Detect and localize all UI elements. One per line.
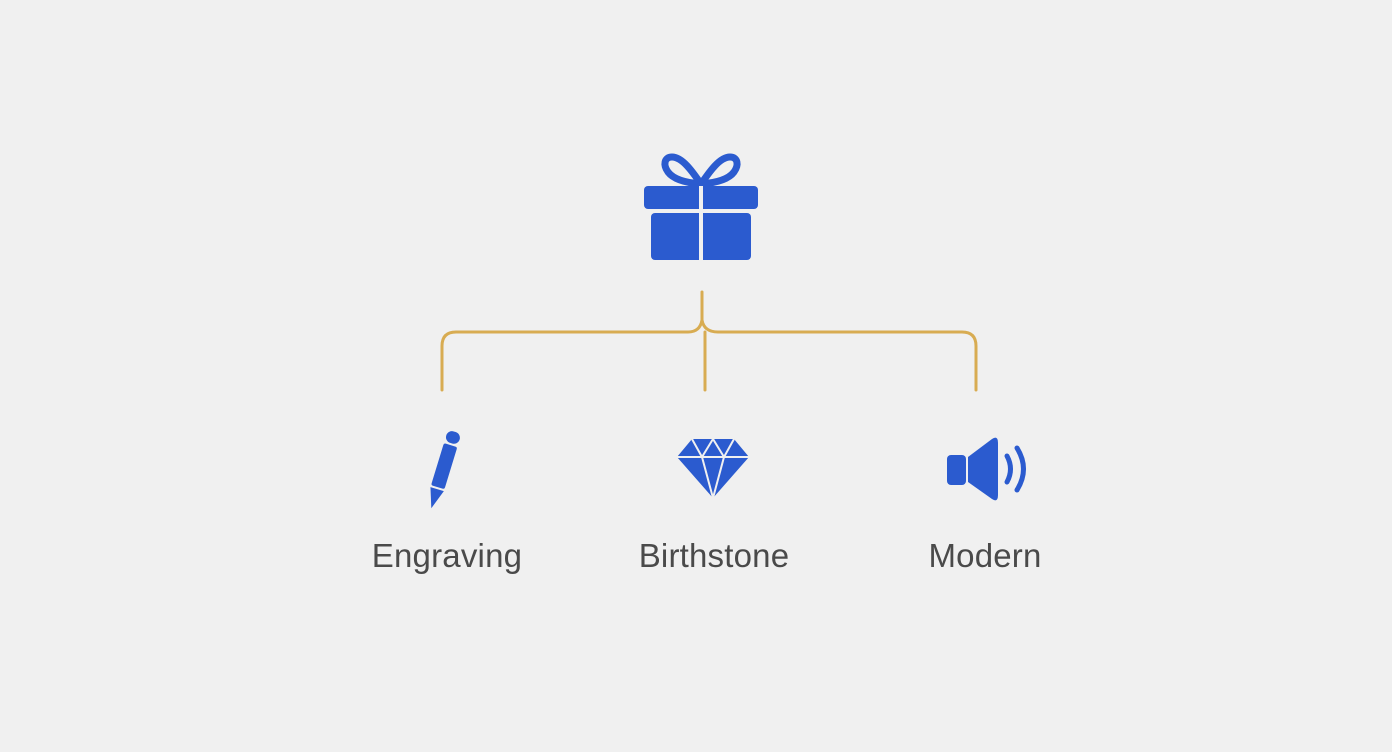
option-label-engraving: Engraving [371,537,523,574]
gift-icon [644,153,758,260]
speaker-icon [947,437,1026,501]
pencil-icon [430,431,460,509]
diamond-icon [677,438,749,499]
option-label-birthstone: Birthstone [638,537,790,574]
option-label-modern: Modern [928,537,1042,574]
branch-connector [440,290,978,392]
